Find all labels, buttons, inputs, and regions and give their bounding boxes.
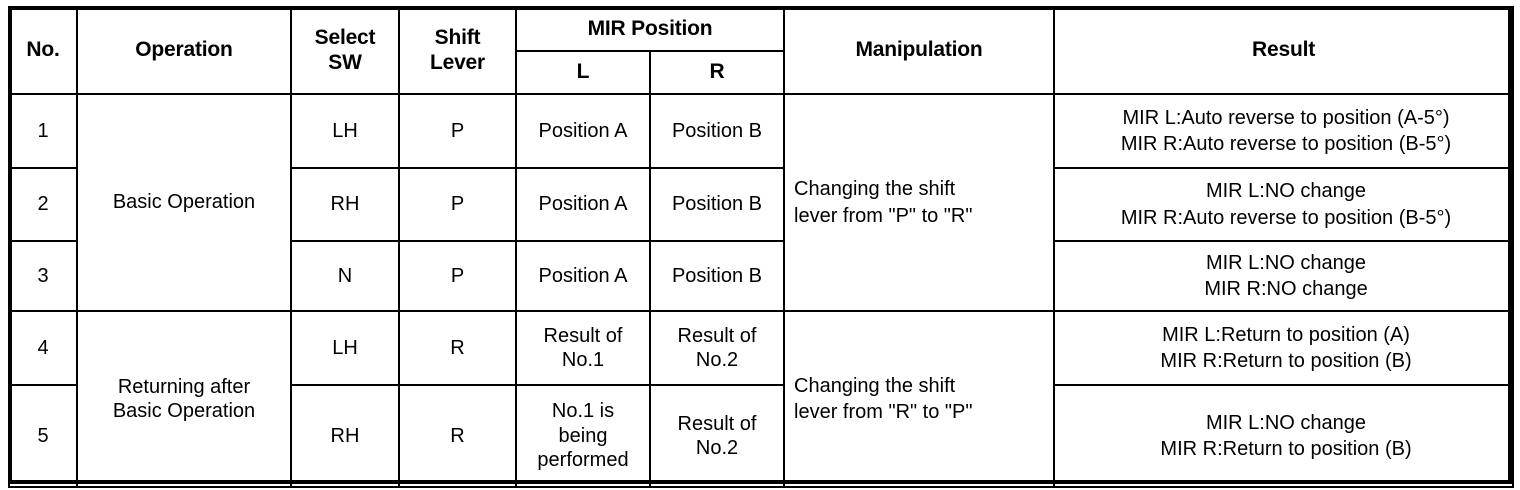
mir-operation-table: No. Operation Select SW Shift Lever MIR … [8, 6, 1515, 488]
header-mir-l-label: L [576, 60, 590, 84]
header-no-label: No. [26, 38, 60, 62]
cell-mir-l: No.1 is being performed [515, 384, 651, 488]
header-no: No. [8, 6, 78, 95]
cell-select-sw-text: LH [332, 336, 358, 359]
cell-shift-lever: R [398, 310, 517, 386]
cell-select-sw-text: RH [330, 193, 360, 215]
header-mir-position-label: MIR Position [587, 16, 713, 40]
cell-mir-r: Position B [648, 167, 786, 242]
cell-mir-r-text: Position B [671, 193, 763, 216]
cell-shift-lever-text: R [450, 336, 465, 359]
cell-result: MIR L:NO change MIR R:Return to position… [1053, 384, 1515, 488]
table-row: 5 RH R No.1 is being performed Result of… [8, 384, 1515, 488]
cell-no: 4 [8, 310, 78, 386]
cell-mir-r-text: Position B [671, 264, 763, 287]
cell-result-text: MIR L:NO change MIR R:NO change [1204, 251, 1368, 300]
cell-mir-r-text: Position B [671, 119, 763, 142]
cell-shift-lever-text: R [450, 424, 465, 447]
cell-select-sw: LH [290, 310, 400, 386]
header-operation-label: Operation [135, 38, 233, 62]
cell-mir-l: Result of No.1 [515, 310, 651, 386]
header-operation: Operation [76, 6, 292, 95]
cell-result-text: MIR L:Return to position (A) MIR R:Retur… [1160, 323, 1412, 372]
cell-result: MIR L:Auto reverse to position (A-5°) MI… [1053, 93, 1515, 169]
cell-mir-l: Position A [515, 167, 651, 242]
cell-no: 3 [8, 240, 78, 312]
cell-operation-group: Returning after Basic Operation [76, 310, 292, 488]
header-select-sw-label: Select SW [314, 26, 376, 74]
header-mir-position: MIR Position [514, 6, 786, 52]
cell-result: MIR L:NO change MIR R:NO change [1053, 240, 1515, 312]
header-select-sw: Select SW [290, 6, 400, 95]
cell-mir-r: Result of No.2 [648, 310, 786, 386]
cell-select-sw: N [290, 240, 400, 312]
header-mir-r: R [648, 50, 786, 95]
header-shift-lever-label: Shift Lever [429, 26, 486, 74]
header-result: Result [1053, 6, 1515, 95]
cell-select-sw-text: N [337, 264, 353, 287]
cell-shift-lever-text: P [450, 264, 465, 287]
header-mir-l: L [515, 50, 651, 95]
cell-mir-l-text: Position A [538, 264, 628, 287]
cell-no-text: 3 [37, 264, 49, 287]
cell-select-sw: RH [290, 384, 400, 488]
cell-result: MIR L:NO change MIR R:Auto reverse to po… [1053, 167, 1515, 242]
table-row: 1 Basic Operation LH P Position A Positi… [8, 93, 1515, 312]
cell-result: MIR L:Return to position (A) MIR R:Retur… [1053, 310, 1515, 386]
cell-mir-l-text: No.1 is being performed [537, 400, 629, 472]
cell-no-text: 1 [37, 119, 49, 142]
cell-mir-r: Result of No.2 [648, 384, 786, 488]
cell-mir-r: Position B [648, 240, 786, 312]
header-row-2: L R [9, 50, 1513, 95]
cell-select-sw: RH [290, 167, 400, 242]
table-row: 4 Returning after Basic Operation LH R R… [8, 310, 1515, 488]
header-shift-lever: Shift Lever [398, 6, 517, 95]
cell-shift-lever: P [398, 167, 517, 242]
cell-result-text: MIR L:NO change MIR R:Return to position… [1160, 411, 1412, 460]
cell-no-text: 5 [37, 424, 49, 447]
cell-select-sw: LH [290, 93, 400, 169]
cell-no: 5 [8, 384, 78, 488]
header-manipulation-label: Manipulation [855, 38, 983, 62]
cell-mir-l-text: Position A [538, 119, 628, 142]
cell-no-text: 2 [37, 193, 49, 215]
cell-mir-r-text: Result of No.2 [677, 324, 757, 371]
cell-shift-lever: R [398, 384, 517, 488]
cell-no: 2 [8, 167, 78, 242]
cell-operation-text: Returning after Basic Operation [112, 375, 256, 422]
cell-manipulation-group: Changing the shift lever from "R" to "P" [783, 310, 1056, 488]
cell-operation-text: Basic Operation [112, 191, 256, 214]
cell-mir-l-text: Result of No.1 [543, 324, 623, 371]
cell-manipulation-text: Changing the shift lever from "P" to "R" [794, 178, 973, 227]
cell-select-sw-text: RH [330, 424, 360, 447]
header-mir-r-label: R [709, 60, 725, 84]
cell-shift-lever-text: P [450, 193, 465, 215]
cell-manipulation-group: Changing the shift lever from "P" to "R" [783, 93, 1056, 312]
table-row: 2 RH P Position A Position B MIR L:NO ch… [8, 167, 1515, 242]
cell-shift-lever: P [398, 93, 517, 169]
cell-select-sw-text: LH [332, 119, 358, 142]
cell-no-text: 4 [37, 336, 49, 359]
cell-mir-l: Position A [515, 93, 651, 169]
cell-result-text: MIR L:NO change MIR R:Auto reverse to po… [1120, 180, 1452, 229]
cell-shift-lever: P [398, 240, 517, 312]
cell-operation-group: Basic Operation [76, 93, 292, 312]
table-body: 1 Basic Operation LH P Position A Positi… [8, 93, 1515, 488]
table-header: No. Operation Select SW Shift Lever MIR … [8, 6, 1515, 95]
table-row: 3 N P Position A Position B MIR L:NO cha… [8, 240, 1515, 312]
cell-mir-l: Position A [515, 240, 651, 312]
cell-no: 1 [8, 93, 78, 169]
cell-mir-l-text: Position A [538, 193, 628, 216]
cell-mir-r-text: Result of No.2 [677, 412, 757, 459]
header-manipulation: Manipulation [783, 6, 1056, 95]
cell-mir-r: Position B [648, 93, 786, 169]
cell-shift-lever-text: P [450, 119, 465, 142]
cell-manipulation-text: Changing the shift lever from "R" to "P" [794, 374, 973, 423]
cell-result-text: MIR L:Auto reverse to position (A-5°) MI… [1120, 106, 1452, 155]
header-result-label: Result [1252, 38, 1315, 62]
header-row-1: No. Operation Select SW Shift Lever MIR … [8, 6, 1515, 95]
